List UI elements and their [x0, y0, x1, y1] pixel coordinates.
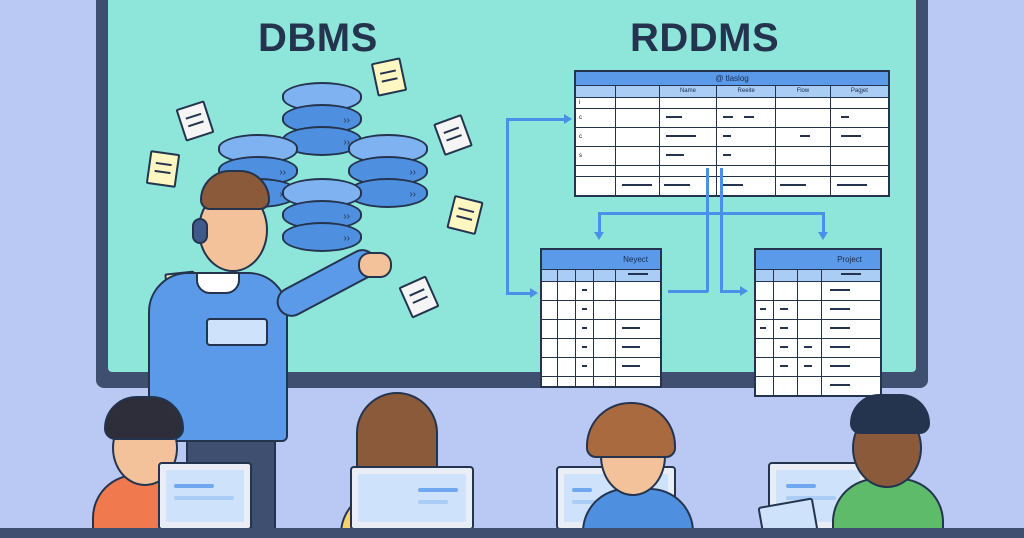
laptop-icon [158, 462, 252, 530]
table-row [574, 164, 890, 177]
connector-line [668, 290, 708, 293]
desk [0, 528, 1024, 538]
connector-line [720, 168, 723, 292]
table-row [754, 318, 882, 339]
table-row [754, 356, 882, 377]
table-row [540, 337, 662, 358]
arrow-down-icon [818, 232, 828, 240]
table-row [540, 280, 662, 301]
table-row [754, 280, 882, 301]
connector-line [506, 118, 509, 294]
table-row: c [574, 107, 890, 128]
child-table-left: Neyect [540, 248, 662, 388]
table-row [540, 299, 662, 320]
column-header: Reeite [716, 84, 777, 98]
connector-line [720, 290, 742, 293]
arrow-down-icon [594, 232, 604, 240]
column-header: Flow [775, 84, 831, 98]
column-header: Pagjet [829, 84, 890, 98]
database-cylinder-icon [348, 134, 428, 208]
table-row: c [574, 126, 890, 147]
table-row [574, 175, 890, 196]
table-row [754, 299, 882, 320]
paper-note-icon [175, 100, 215, 142]
paper-note-icon [370, 57, 408, 97]
paper-note-icon [398, 275, 440, 319]
table-row [540, 375, 662, 388]
paper-note-icon [145, 150, 181, 188]
arrow-right-icon [564, 114, 572, 124]
headset-icon [192, 218, 208, 244]
connector-line [598, 212, 601, 232]
connector-line [506, 292, 532, 295]
table-row: s [574, 145, 890, 166]
table-title: @ tlaslog [574, 70, 890, 86]
rddms-title: RDDMS [630, 16, 780, 60]
table-row [754, 375, 882, 396]
connector-line [706, 168, 709, 292]
table-title: Neyect [540, 248, 662, 270]
child-table-right: Project [754, 248, 882, 397]
table-row [540, 318, 662, 339]
keyboard-icon [206, 318, 268, 346]
table-row: i [574, 96, 890, 109]
main-relational-table: @ tlaslog Name Reeite Flow Pagjet i c c … [574, 70, 890, 197]
presenter-collar [196, 272, 240, 294]
connector-line [506, 118, 566, 121]
connector-line [822, 212, 825, 232]
table-title: Project [754, 248, 882, 270]
paper-note-icon [433, 113, 473, 157]
presenter-hand [358, 252, 392, 278]
arrow-right-icon [740, 286, 748, 296]
presentation-board: DBMS RDDMS @ tlaslog Name [96, 0, 928, 397]
board-surface: DBMS RDDMS @ tlaslog Name [108, 0, 916, 397]
laptop-icon [350, 466, 474, 530]
arrow-right-icon [530, 288, 538, 298]
table-row [540, 356, 662, 377]
database-cylinder-icon [282, 178, 362, 252]
column-header: Name [658, 84, 718, 98]
table-row [754, 337, 882, 358]
paper-note-icon [446, 194, 484, 236]
dbms-title: DBMS [258, 16, 378, 60]
connector-line [598, 212, 824, 215]
